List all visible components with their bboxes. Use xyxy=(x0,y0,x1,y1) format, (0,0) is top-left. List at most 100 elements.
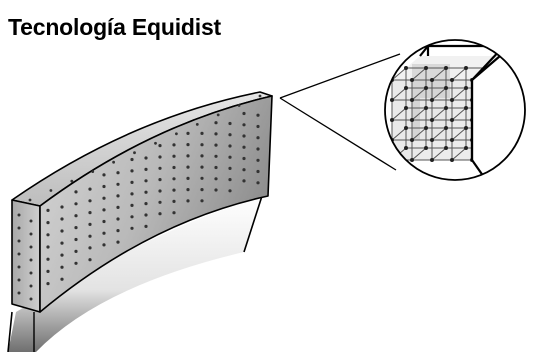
segment-dot xyxy=(46,282,50,286)
segment-dot xyxy=(186,165,190,169)
segment-dot xyxy=(214,143,218,147)
segment-dot xyxy=(158,166,162,170)
segment-dot xyxy=(256,158,260,162)
magnifier-circle xyxy=(384,39,526,181)
segment-dot xyxy=(60,205,64,209)
segment-dot xyxy=(17,252,21,256)
segment-dot xyxy=(60,277,64,281)
segment-dot xyxy=(102,243,106,247)
diamond-grain xyxy=(404,126,408,130)
segment-dot xyxy=(17,226,21,230)
segment-illustration xyxy=(11,91,273,313)
segment-dot xyxy=(200,154,204,158)
blade-body xyxy=(7,195,263,352)
segment-dot xyxy=(74,202,78,206)
segment-dot xyxy=(228,133,232,137)
grid-line xyxy=(411,67,427,81)
segment-dot xyxy=(158,200,162,204)
segment-dot xyxy=(88,199,92,203)
segment-dot xyxy=(130,169,134,173)
segment-dot xyxy=(214,177,218,181)
segment-dot xyxy=(102,219,106,224)
segment-dot xyxy=(88,187,92,191)
segment-dot xyxy=(186,176,190,180)
segment-dot xyxy=(29,245,33,249)
segment-dot xyxy=(158,212,162,216)
grid-line xyxy=(451,127,467,141)
diamond-grain xyxy=(444,66,448,70)
segment-dot xyxy=(49,189,53,192)
segment-dot xyxy=(256,181,260,185)
segment-dot xyxy=(102,196,106,200)
segment-dot xyxy=(200,199,204,203)
segment-dot xyxy=(228,178,232,182)
segment-dot xyxy=(242,111,246,116)
segment-dot xyxy=(29,284,33,288)
diamond-grain xyxy=(430,158,434,162)
grid-line xyxy=(411,147,427,161)
segment-dot xyxy=(200,176,204,180)
segment-dot xyxy=(144,202,148,206)
segment-dot xyxy=(214,121,218,125)
segment-dot xyxy=(88,246,92,250)
segment-dot xyxy=(46,221,50,225)
segment-dot xyxy=(214,132,218,136)
segment-dot xyxy=(74,226,78,230)
segment-dot xyxy=(144,190,148,194)
grid-line xyxy=(431,67,447,81)
segment-dot xyxy=(214,154,218,158)
segment-dot xyxy=(29,258,33,262)
segment-dot xyxy=(228,155,232,159)
segment-dot xyxy=(242,134,246,138)
segment-dot xyxy=(46,269,50,273)
segment-dot xyxy=(242,179,246,183)
grid-line xyxy=(411,107,427,121)
diamond-grain xyxy=(390,158,394,162)
segment-dot xyxy=(116,171,120,175)
grid-line xyxy=(451,87,467,101)
segment-dot xyxy=(214,188,218,192)
diamond-grain xyxy=(430,78,434,82)
diamond-grain xyxy=(410,78,414,82)
segment-dot xyxy=(133,151,136,155)
segment-dot xyxy=(200,131,204,135)
diamond-grain xyxy=(444,86,448,90)
segment-dot xyxy=(74,261,78,265)
diamond-grain xyxy=(390,98,394,102)
segment-dot xyxy=(144,167,148,171)
segment-dot xyxy=(256,124,260,129)
grid-line xyxy=(411,127,427,141)
grid-line xyxy=(391,87,407,101)
grid-line xyxy=(451,147,467,161)
segment-dot xyxy=(195,123,199,126)
diamond-grain xyxy=(404,146,408,150)
segment-dot xyxy=(88,234,92,238)
segment-dot xyxy=(116,240,120,244)
diamond-grain xyxy=(430,118,434,122)
segment-dot xyxy=(102,173,106,177)
segment-dot-grid xyxy=(17,94,262,301)
segment-dot xyxy=(172,211,176,215)
segment-dot xyxy=(29,271,33,275)
segment-dot xyxy=(74,237,78,242)
segment-dot xyxy=(175,132,178,136)
segment-dot xyxy=(186,199,190,203)
segment-dot xyxy=(74,214,78,218)
segment-dot xyxy=(112,160,115,164)
grid-line xyxy=(451,67,467,81)
segment-dot xyxy=(116,229,120,233)
diamond-grain xyxy=(444,106,448,110)
segment-dot xyxy=(102,184,106,189)
diamond-grain xyxy=(464,146,468,150)
segment-dot xyxy=(242,156,246,161)
segment-dot xyxy=(130,226,134,230)
diamond-grain xyxy=(450,118,454,122)
segment-dot xyxy=(102,231,106,235)
diamond-grain xyxy=(404,106,408,110)
segment-dot xyxy=(88,211,92,215)
segment-dot xyxy=(158,144,162,148)
diamond-grain xyxy=(464,106,468,110)
segment-dot xyxy=(200,165,204,169)
segment-dot xyxy=(116,194,120,198)
